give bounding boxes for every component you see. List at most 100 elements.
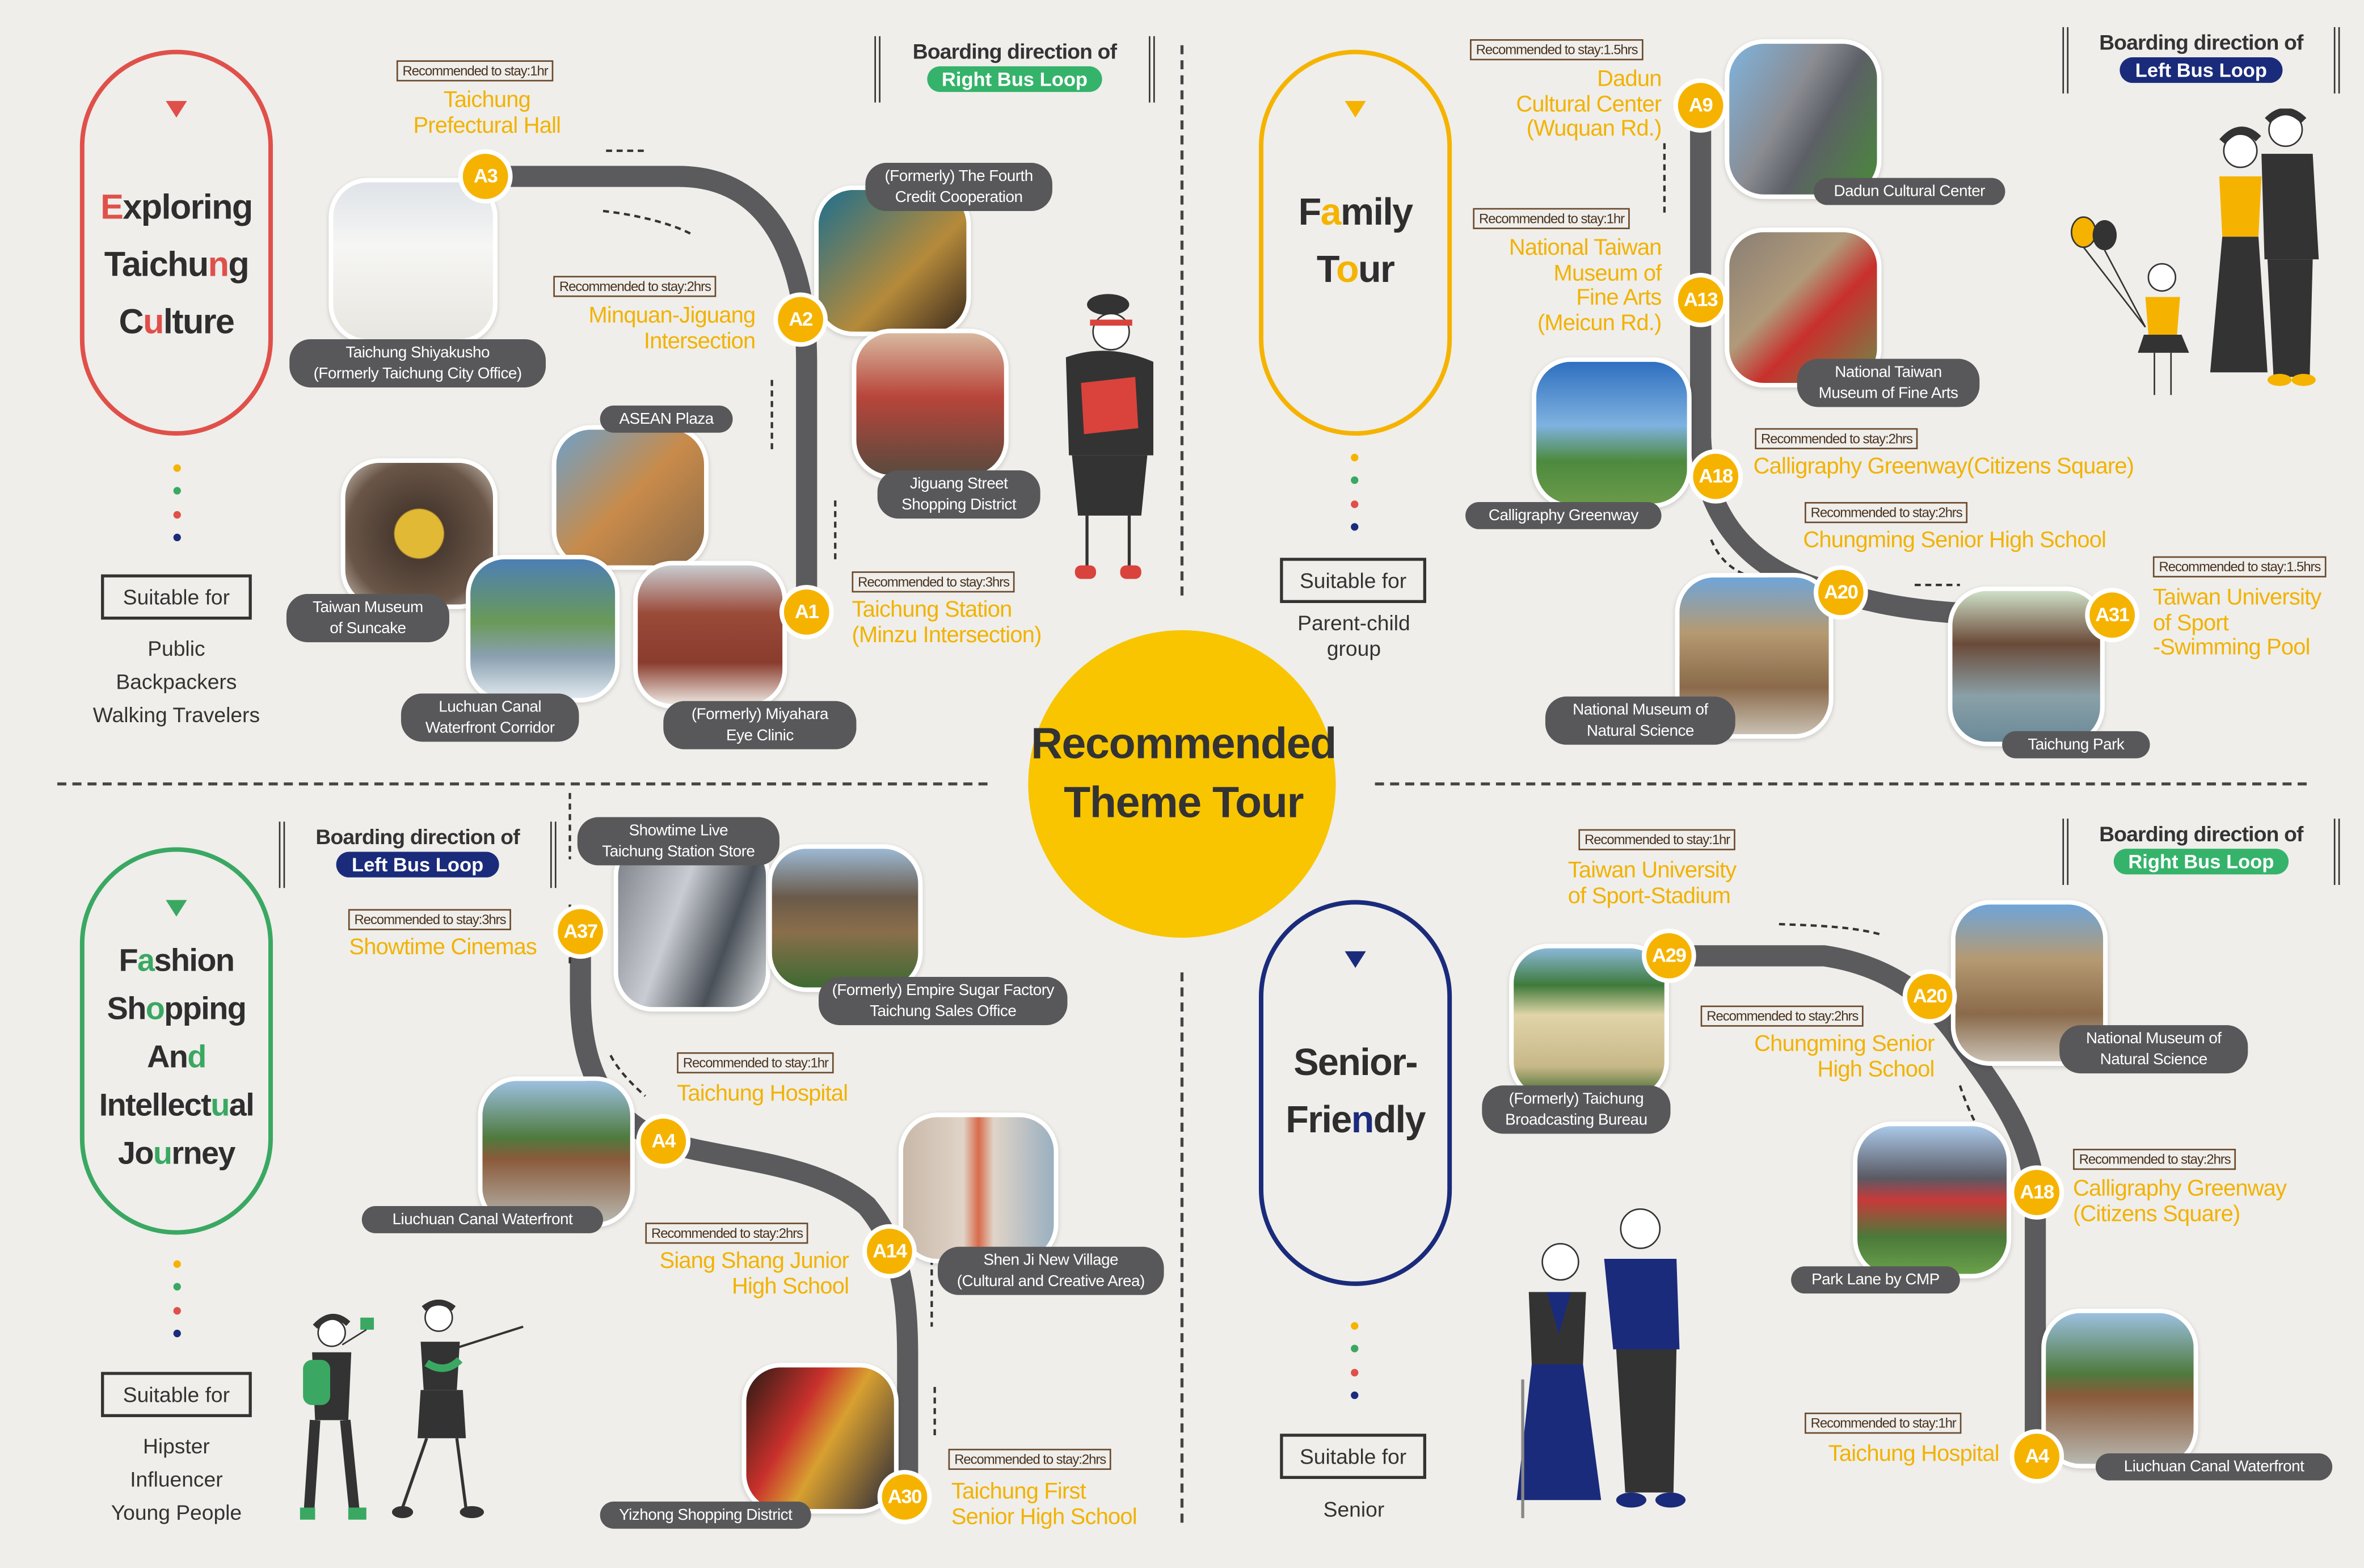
dot	[1351, 500, 1359, 508]
dot	[1351, 1322, 1359, 1330]
backpacker-illustration	[1065, 294, 1153, 579]
stay-duration: Recommended to stay:3hrs	[348, 909, 512, 930]
theme-title: Family Tour	[1298, 191, 1414, 291]
stay-duration: Recommended to stay:1hr	[1578, 829, 1736, 850]
stay-duration: Recommended to stay:2hrs	[1700, 1005, 1864, 1027]
dot	[1351, 476, 1359, 484]
stop-name: Taichung Station (Minzu Intersection)	[852, 597, 1042, 648]
theme-title: Fashion Shopping And Intellectual Journe…	[99, 943, 255, 1171]
photo-dadun-cultural-center	[1725, 39, 1882, 199]
stop-badge[interactable]: A2	[773, 292, 828, 347]
boarding-label: Boarding direction of	[315, 824, 520, 849]
stop-name: National Taiwan Museum of Fine Arts (Mei…	[1508, 235, 1662, 336]
photo-caption: Luchuan Canal Waterfront Corridor	[401, 693, 579, 742]
photo-shen-ji-new-village	[898, 1112, 1059, 1263]
stop-name: Taichung Hospital	[677, 1081, 848, 1107]
stop-badge[interactable]: A18	[1688, 449, 1743, 504]
stay-duration: Recommended to stay:1hr	[396, 60, 554, 82]
stop-name: Chungming Senior High School	[1803, 528, 2106, 554]
stop-badge[interactable]: A31	[2085, 588, 2139, 643]
photo-caption: Dadun Cultural Center	[1813, 178, 2005, 205]
photo-yizhong-shopping	[741, 1363, 899, 1514]
dot	[173, 464, 181, 472]
photo-caption: Taiwan Museum of Suncake	[286, 594, 449, 643]
photo-caption: National Taiwan Museum of Fine Arts	[1797, 359, 1980, 407]
suitable-for-label: Suitable for	[101, 1372, 252, 1418]
theme-pill	[79, 49, 273, 436]
stop-badge[interactable]: A20	[1902, 969, 1957, 1024]
stay-duration: Recommended to stay:1hr	[677, 1052, 835, 1074]
divider	[1375, 782, 2307, 786]
stop-name: Showtime Cinemas	[349, 934, 537, 960]
stop-name: Chungming Senior High School	[1754, 1031, 1935, 1082]
audience-list: Public Backpackers Walking Travelers	[92, 636, 260, 727]
stay-duration: Recommended to stay:2hrs	[553, 276, 717, 297]
suitable-for-label: Suitable for	[1280, 558, 1426, 603]
photo-jiguang-street	[852, 328, 1009, 480]
stop-badge[interactable]: A13	[1673, 273, 1728, 327]
triangle-icon	[166, 101, 187, 118]
theme-title: Exploring Taichung Culture	[100, 187, 253, 341]
stay-duration: Recommended to stay:2hrs	[1805, 501, 1969, 524]
photo-caption: Taichung Park	[2002, 731, 2150, 758]
right-bus-loop-badge: Right Bus Loop	[2113, 849, 2290, 875]
stop-name: Taiwan University of Sport-Stadium	[1567, 858, 1737, 909]
photo-taichung-shiyakusho	[328, 178, 498, 344]
boarding-direction: Boarding direction of Right Bus Loop	[2062, 819, 2340, 885]
photo-liuchuan-canal	[478, 1076, 635, 1228]
stop-badge[interactable]: A9	[1673, 78, 1728, 133]
stop-name: Taichung Hospital	[1828, 1441, 2000, 1467]
boarding-direction: Boarding direction of Left Bus Loop	[279, 821, 557, 888]
photo-caption: Taichung Shiyakusho (Formerly Taichung C…	[289, 339, 546, 387]
photo-empire-sugar-factory	[767, 844, 923, 992]
photo-caption: Park Lane by CMP	[1791, 1266, 1960, 1294]
stop-badge[interactable]: A4	[636, 1114, 691, 1169]
stop-badge[interactable]: A29	[1642, 929, 1696, 983]
photo-liuchuan-canal	[2041, 1308, 2198, 1469]
photo-caption: Showtime Live Taichung Station Store	[577, 817, 779, 866]
stop-badge[interactable]: A4	[2009, 1429, 2064, 1483]
photo-caption: (Formerly) Miyahara Eye Clinic	[663, 701, 857, 749]
photo-caption: ASEAN Plaza	[600, 405, 733, 433]
dot	[1351, 1369, 1359, 1377]
stop-name: Minquan-Jiguang Intersection	[588, 303, 756, 354]
stay-duration: Recommended to stay:1hr	[1473, 208, 1630, 229]
theme-title: Senior- Friendly	[1286, 1042, 1426, 1141]
stop-badge[interactable]: A30	[877, 1470, 932, 1524]
triangle-icon	[166, 900, 187, 917]
stop-badge[interactable]: A37	[553, 904, 608, 959]
divider	[1180, 972, 1184, 1523]
dot	[173, 1260, 181, 1268]
stop-badge[interactable]: A14	[862, 1224, 917, 1279]
center-title-line: Recommended	[1031, 720, 1337, 769]
divider	[1180, 45, 1184, 596]
photo-taichung-park	[1948, 586, 2105, 747]
stop-badge[interactable]: A1	[779, 585, 834, 639]
right-bus-loop-badge: Right Bus Loop	[926, 66, 1103, 92]
photo-caption: National Museum of Natural Science	[1545, 696, 1735, 745]
photo-caption: Calligraphy Greenway	[1465, 501, 1662, 529]
photo-calligraphy-greenway	[1532, 357, 1692, 508]
dot	[173, 533, 181, 542]
audience-list: Senior	[1323, 1497, 1385, 1521]
stop-badge[interactable]: A3	[458, 149, 513, 204]
triangle-icon	[1345, 101, 1366, 118]
theme-pill	[1259, 900, 1452, 1286]
stay-duration: Recommended to stay:1.5hrs	[1470, 39, 1644, 61]
theme-pill	[79, 847, 273, 1235]
center-circle	[1028, 630, 1336, 938]
photo-park-lane	[1853, 1122, 2012, 1279]
stay-duration: Recommended to stay:2hrs	[948, 1448, 1112, 1470]
audience-list: Parent-child group	[1297, 610, 1410, 660]
dot	[173, 1329, 181, 1338]
stop-name: Calligraphy Greenway(Citizens Square)	[1753, 453, 2134, 480]
photo-caption: National Museum of Natural Science	[2059, 1025, 2248, 1074]
stop-badge[interactable]: A18	[2009, 1165, 2064, 1220]
photo-caption: Shen Ji New Village (Cultural and Creati…	[937, 1246, 1164, 1295]
stop-badge[interactable]: A20	[1813, 565, 1868, 620]
boarding-label: Boarding direction of	[2099, 821, 2303, 846]
photo-caption: (Formerly) The Fourth Credit Cooperation	[865, 163, 1052, 212]
stay-duration: Recommended to stay:1hr	[1805, 1413, 1962, 1434]
photo-caption: Liuchuan Canal Waterfront	[2095, 1453, 2333, 1481]
stop-name: Taichung First Senior High School	[951, 1479, 1137, 1530]
